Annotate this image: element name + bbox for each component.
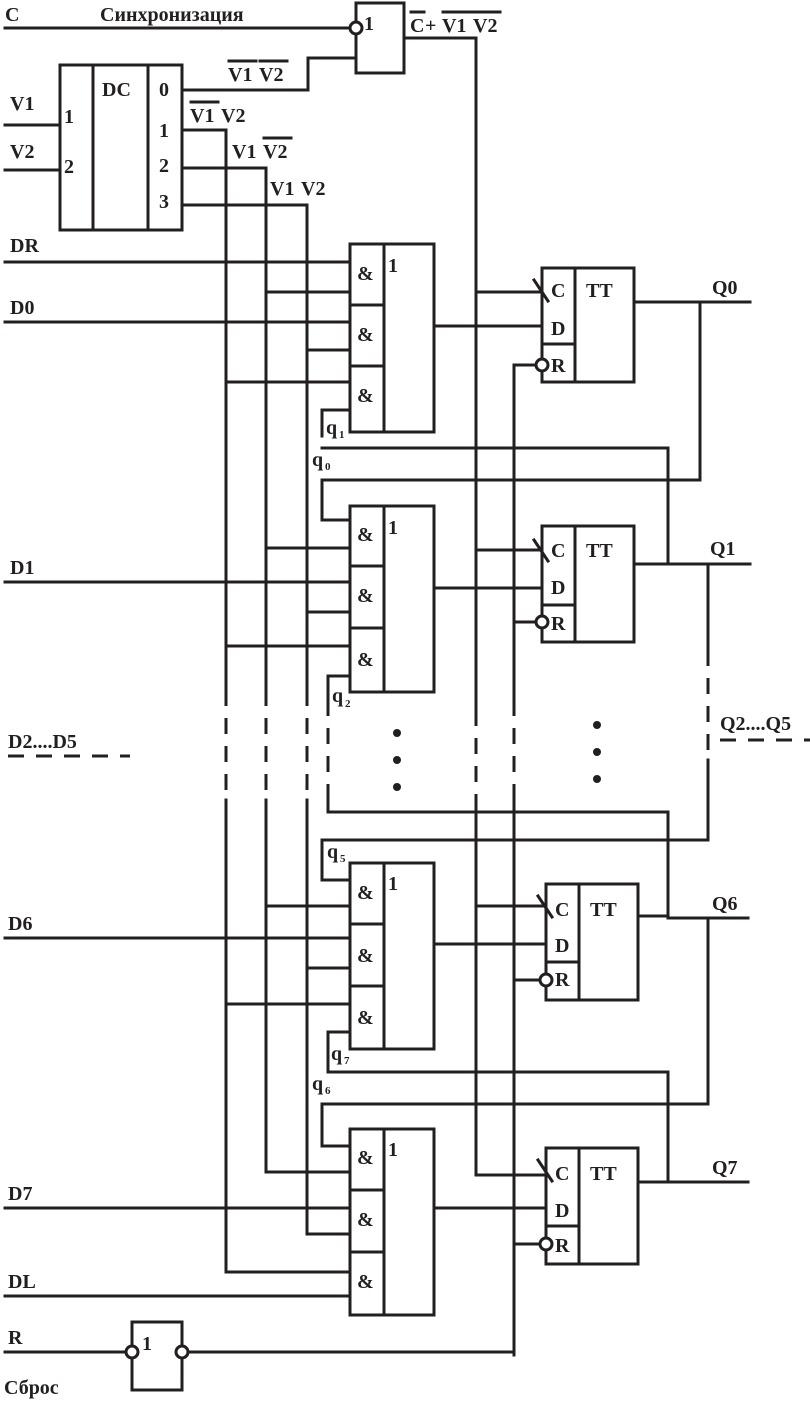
signal-d1: D1 [10, 557, 34, 579]
and-6a: & [357, 882, 374, 904]
decoder-input-2: 2 [64, 156, 74, 178]
signal-r: R [8, 1327, 23, 1349]
decoder-output-0: 0 [159, 79, 169, 101]
trigger-7-r: R [555, 1235, 570, 1257]
decoder-title: DC [102, 79, 131, 101]
term-out2-a: V1 [232, 141, 256, 163]
or-7: 1 [388, 1139, 398, 1161]
q7-label-index: 7 [344, 1055, 350, 1067]
term-out1-b: V2 [221, 105, 245, 127]
trigger-6-c: C [555, 899, 569, 921]
term-out2-b: V2 [263, 141, 287, 163]
trigger-0-tt: TT [586, 280, 613, 302]
trigger-7-c: C [555, 1163, 569, 1185]
term-out1-a: V1 [190, 105, 214, 127]
q1-label-q: q [326, 417, 337, 439]
output-q1: Q1 [710, 538, 736, 560]
signal-d6: D6 [8, 913, 32, 935]
and-0b: & [357, 324, 374, 346]
signal-dl: DL [8, 1271, 36, 1293]
signal-sync: Синхронизация [100, 4, 244, 26]
trigger-1-tt: TT [586, 540, 613, 562]
trigger-1-r: R [551, 613, 566, 635]
trigger-0-r: R [551, 355, 566, 377]
signal-d7: D7 [8, 1183, 32, 1205]
or-gate-label: 1 [364, 13, 374, 35]
and-7a: & [357, 1147, 374, 1169]
stage-6: & & & 1 D6 q 7 q 6 C D R TT Q6 [3, 861, 750, 1184]
or-output-term-v1: V1 [442, 15, 466, 37]
decoder-output-3: 3 [159, 191, 169, 213]
term-out3-b: V2 [301, 178, 325, 200]
output-q7: Q7 [712, 1157, 738, 1179]
and-6b: & [357, 945, 374, 967]
q2-label-index: 2 [345, 698, 351, 710]
signal-v2: V2 [10, 141, 34, 163]
middle-gap: D2....D5 Q2....Q5 q 5 [8, 700, 810, 1357]
and-1a: & [357, 524, 374, 546]
and-1c: & [357, 649, 374, 671]
stage-0: & & & 1 DR D0 q 1 q 0 C D R TT Q0 [3, 235, 752, 702]
signal-d2-d5: D2....D5 [8, 731, 77, 753]
inverter-label: 1 [142, 1333, 152, 1355]
and-1b: & [357, 585, 374, 607]
and-7b: & [357, 1209, 374, 1231]
q1-label-index: 1 [339, 429, 345, 441]
trigger-0-d: D [551, 318, 565, 340]
trigger-7-d: D [555, 1200, 569, 1222]
stage-7: & & & 1 D7 DL C D R TT Q7 [3, 1127, 750, 1317]
signal-c: C [5, 4, 19, 26]
signal-dr: DR [10, 235, 39, 257]
or-1: 1 [388, 517, 398, 539]
output-q0: Q0 [712, 277, 738, 299]
decoder-output-2: 2 [159, 155, 169, 177]
and-6c: & [357, 1007, 374, 1029]
decoder: DC 1 2 0 1 2 3 V1 V2 V1 V2 V1 V2 V1 V2 V… [3, 59, 325, 1274]
trigger-6-r: R [555, 969, 570, 991]
or-output-term-v2: V2 [473, 15, 497, 37]
trigger-7-tt: TT [590, 1163, 617, 1185]
decoder-output-1: 1 [159, 120, 169, 142]
signal-reset: Сброс [4, 1377, 59, 1399]
sync-section: 1 C Синхронизация C + V1 V2 [3, 1, 502, 1177]
q6-label-index: 6 [325, 1085, 331, 1097]
trigger-0-c: C [551, 280, 565, 302]
or-output-plus: + [425, 15, 436, 37]
term-out0-a: V1 [228, 64, 252, 86]
or-6: 1 [388, 873, 398, 895]
decoder-input-1: 1 [64, 106, 74, 128]
trigger-1-d: D [551, 577, 565, 599]
and-7c: & [357, 1271, 374, 1293]
trigger-1-c: C [551, 540, 565, 562]
reset-section: 1 R Сброс [3, 1320, 516, 1399]
signal-v1: V1 [10, 93, 34, 115]
and-0a: & [357, 263, 374, 285]
and-0c: & [357, 385, 374, 407]
or-0: 1 [388, 255, 398, 277]
q5-label-q: q [327, 841, 338, 863]
q5-label-index: 5 [340, 853, 346, 865]
term-out3-a: V1 [270, 178, 294, 200]
output-q2-q5: Q2....Q5 [720, 713, 791, 735]
output-q6: Q6 [712, 893, 738, 915]
q7-label-q: q [331, 1043, 342, 1065]
trigger-6-d: D [555, 935, 569, 957]
stage-1: & & & 1 D1 q 2 C D R TT Q1 [3, 504, 752, 800]
q6-label-q: q [312, 1073, 323, 1095]
term-out0-b: V2 [259, 64, 283, 86]
or-output-term-c: C [410, 15, 424, 37]
q0-label-q: q [312, 449, 323, 471]
signal-d0: D0 [10, 297, 34, 319]
q0-label-index: 0 [325, 461, 331, 473]
trigger-6-tt: TT [590, 899, 617, 921]
q2-label-q: q [332, 685, 343, 707]
